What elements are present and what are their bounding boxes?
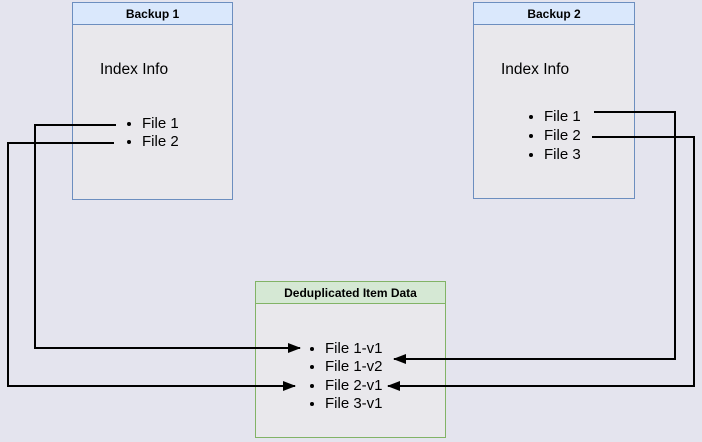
backup1-file-2: File 2 bbox=[142, 133, 179, 151]
backup1-file-list: File 1 File 2 bbox=[127, 115, 179, 152]
backup1-subtitle: Index Info bbox=[100, 61, 169, 78]
backup1-node: Backup 1 Index Info File 1 File 2 bbox=[72, 2, 233, 200]
backup1-title: Backup 1 bbox=[125, 6, 180, 21]
dedup-header: Deduplicated Item Data bbox=[256, 282, 445, 304]
backup2-file-3: File 3 bbox=[544, 145, 581, 164]
dedup-item-file1v1: File 1-v1 bbox=[325, 340, 383, 358]
dedup-item-list: File 1-v1 File 1-v2 File 2-v1 File 3-v1 bbox=[310, 340, 383, 414]
dedup-item-file3v1: File 3-v1 bbox=[325, 395, 383, 413]
backup2-file-1: File 1 bbox=[544, 107, 581, 126]
backup2-subtitle: Index Info bbox=[501, 61, 570, 78]
dedup-item-file2v1: File 2-v1 bbox=[325, 377, 383, 395]
backup2-node: Backup 2 Index Info File 1 File 2 File 3 bbox=[473, 2, 635, 199]
backup2-header: Backup 2 bbox=[474, 3, 634, 25]
dedup-item-file1v2: File 1-v2 bbox=[325, 358, 383, 376]
backup1-file-1: File 1 bbox=[142, 115, 179, 133]
backup1-header: Backup 1 bbox=[73, 3, 232, 25]
dedup-title: Deduplicated Item Data bbox=[284, 285, 417, 300]
backup2-title: Backup 2 bbox=[527, 6, 581, 21]
backup2-file-list: File 1 File 2 File 3 bbox=[529, 107, 581, 164]
backup2-file-2: File 2 bbox=[544, 126, 581, 145]
dedup-node: Deduplicated Item Data File 1-v1 File 1-… bbox=[255, 281, 446, 438]
